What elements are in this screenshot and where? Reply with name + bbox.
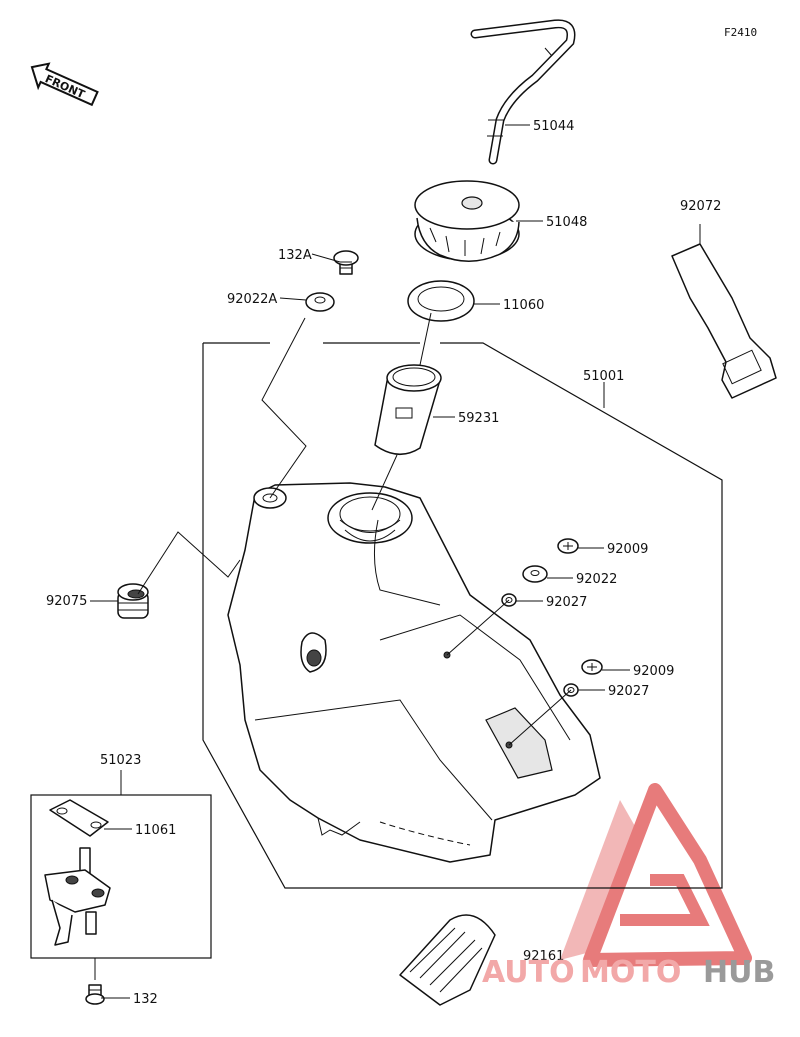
callout-92009-upper[interactable]: 92009 bbox=[607, 542, 648, 557]
gasket-11060 bbox=[407, 280, 475, 322]
bolt-132A bbox=[333, 250, 359, 275]
callout-51023[interactable]: 51023 bbox=[100, 753, 141, 768]
watermark-hub: HUB bbox=[703, 955, 775, 990]
callout-92022A[interactable]: 92022A bbox=[227, 292, 277, 307]
callout-132[interactable]: 132 bbox=[133, 992, 158, 1007]
group-frame-51001 bbox=[202, 342, 723, 889]
callout-132A[interactable]: 132A bbox=[278, 248, 312, 263]
screw-92009-lower bbox=[581, 659, 603, 675]
washer-92022A bbox=[305, 292, 335, 312]
strap-92072 bbox=[671, 224, 777, 399]
watermark-auto: AUTO bbox=[482, 955, 575, 990]
fuel-cock-inset-51023 bbox=[30, 770, 212, 980]
callout-92009-lower[interactable]: 92009 bbox=[633, 664, 674, 679]
fuel-cap-51048 bbox=[414, 180, 520, 262]
callout-51001[interactable]: 51001 bbox=[583, 369, 624, 384]
pad-92161 bbox=[399, 914, 496, 1006]
callout-11061[interactable]: 11061 bbox=[135, 823, 176, 838]
breather-hose-51044 bbox=[470, 19, 576, 165]
screw-92009-upper bbox=[557, 538, 579, 554]
damper-92075 bbox=[117, 583, 149, 619]
washer-92022 bbox=[522, 565, 548, 583]
callout-51044[interactable]: 51044 bbox=[533, 119, 574, 134]
callout-51048[interactable]: 51048 bbox=[546, 215, 587, 230]
callout-11060[interactable]: 11060 bbox=[503, 298, 544, 313]
bolt-132 bbox=[85, 984, 105, 1005]
watermark-logo bbox=[560, 783, 752, 967]
callout-92027-lower[interactable]: 92027 bbox=[608, 684, 649, 699]
front-direction-icon: FRONT bbox=[30, 62, 99, 107]
callout-92022[interactable]: 92022 bbox=[576, 572, 617, 587]
figure-code: F2410 bbox=[724, 26, 757, 39]
strainer-59231 bbox=[374, 364, 442, 455]
callout-92027-upper[interactable]: 92027 bbox=[546, 595, 587, 610]
callout-92075[interactable]: 92075 bbox=[46, 594, 87, 609]
watermark-moto: MOTO bbox=[580, 955, 681, 990]
callout-92072[interactable]: 92072 bbox=[680, 199, 721, 214]
fuel-tank-51001 bbox=[227, 482, 601, 863]
leader-lines bbox=[90, 124, 630, 999]
watermark-text: AUTO MOTO HUB bbox=[482, 955, 775, 990]
callout-92161[interactable]: 92161 bbox=[523, 949, 564, 964]
callout-59231[interactable]: 59231 bbox=[458, 411, 499, 426]
